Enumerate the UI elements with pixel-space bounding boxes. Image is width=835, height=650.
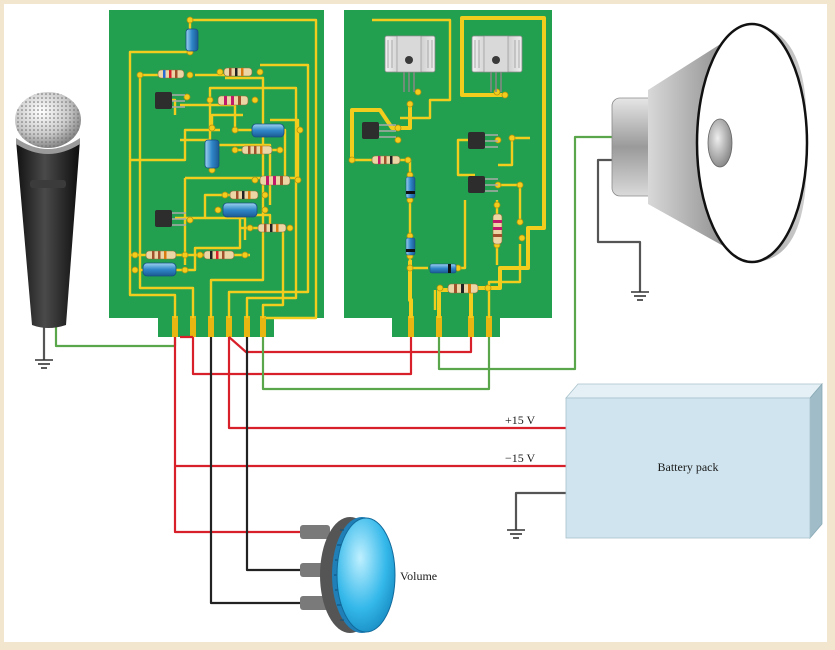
battery-ground-wire <box>514 491 566 530</box>
transistor <box>468 132 498 149</box>
resistor <box>259 175 291 186</box>
resistor <box>447 283 479 294</box>
resistor <box>157 69 185 79</box>
diode <box>405 176 416 199</box>
edge-connector-right <box>408 316 492 337</box>
transistor <box>155 92 185 109</box>
preamp-output-wire <box>261 337 491 391</box>
capacitor <box>204 139 220 169</box>
battery-pack-label: Battery pack <box>658 460 719 474</box>
resistor <box>145 250 177 260</box>
resistor <box>203 250 235 260</box>
pads-right <box>348 88 526 292</box>
circuit-board-left <box>109 10 324 337</box>
volume-wiper-wire <box>209 337 308 605</box>
microphone-icon <box>15 92 81 328</box>
speaker-signal-wire <box>437 135 612 371</box>
diode <box>405 237 416 256</box>
volume-label: Volume <box>400 569 437 583</box>
speaker-ground-wire <box>596 158 642 292</box>
edge-connector-left <box>172 316 266 337</box>
power-transistor <box>471 35 523 92</box>
minus-supply-to-amp-wire <box>180 335 413 376</box>
minus-15v-label: −15 V <box>505 451 536 465</box>
resistor <box>257 223 287 233</box>
transistor <box>155 210 186 227</box>
pads-left <box>131 16 304 274</box>
resistor <box>371 155 401 165</box>
capacitor <box>142 262 177 277</box>
loudspeaker-icon <box>611 22 809 264</box>
ground-icon <box>631 291 649 301</box>
capacitor <box>222 202 258 218</box>
diode <box>429 263 457 274</box>
resistor <box>241 145 273 155</box>
volume-low-wire <box>245 337 300 572</box>
circuit-board-right <box>344 10 552 337</box>
transistor <box>362 122 396 139</box>
plus-15v-label: +15 V <box>505 413 536 427</box>
volume-potentiometer-icon <box>300 517 396 633</box>
ground-icon <box>507 529 525 539</box>
capacitor <box>251 123 285 138</box>
resistor <box>223 67 253 77</box>
capacitor <box>185 28 199 52</box>
power-transistor <box>384 35 436 92</box>
ground-icon <box>35 359 53 369</box>
resistor <box>492 213 503 245</box>
battery-pack-icon <box>565 382 823 540</box>
plus-supply-to-amp-wire <box>228 336 473 354</box>
resistor <box>217 95 249 106</box>
plus-15v-wire <box>227 337 566 430</box>
transistor <box>468 176 498 193</box>
resistor <box>229 190 259 200</box>
volume-high-wire <box>173 337 308 534</box>
wiring <box>42 135 642 605</box>
